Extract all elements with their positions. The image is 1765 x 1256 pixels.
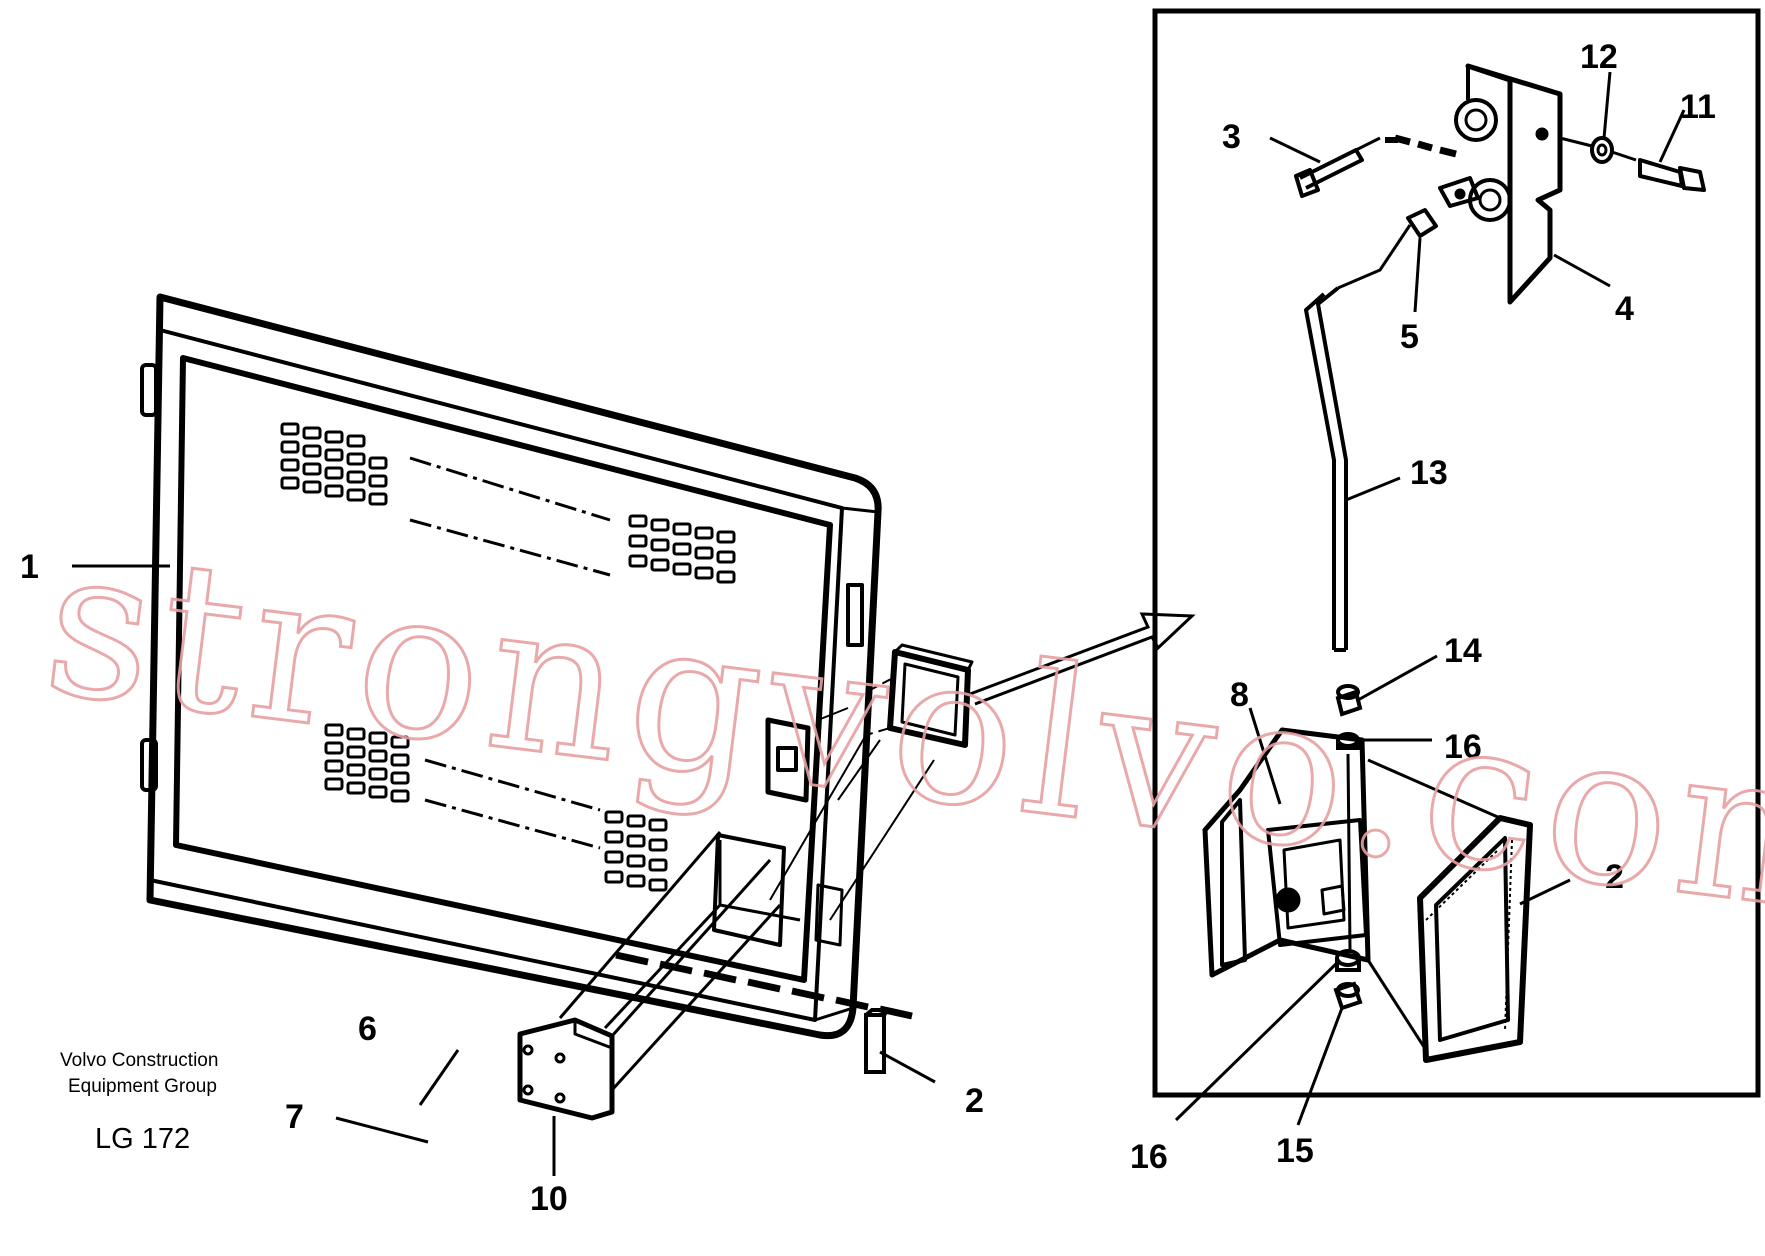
callout-15: 15 — [1276, 1132, 1314, 1170]
handle-bracket — [517, 831, 801, 1121]
detail-frame — [1152, 8, 1761, 1098]
callout-16-top: 16 — [1444, 728, 1482, 766]
rubber-stop — [864, 1008, 893, 1074]
callout-12: 12 — [1580, 38, 1618, 76]
callout-16-bottom: 16 — [1130, 1138, 1168, 1176]
sticker-grid-top-left — [280, 422, 611, 577]
caption-line-2: Equipment Group — [68, 1076, 217, 1097]
callout-2: 2 — [965, 1082, 984, 1120]
callout-7: 7 — [285, 1098, 304, 1136]
door-panel — [140, 293, 882, 1040]
drawing-code: LG 172 — [95, 1123, 190, 1155]
screw-3-path — [1394, 134, 1457, 158]
detail-arrow — [969, 612, 1196, 706]
sticker-grid-bottom-right — [604, 810, 668, 892]
callout-4: 4 — [1615, 290, 1634, 328]
screw-3 — [1294, 136, 1398, 198]
callout-3: 3 — [1222, 118, 1241, 156]
watermark: strongvolvo.com — [34, 502, 1765, 963]
callout-8: 8 — [1230, 676, 1249, 714]
caption-line-1: Volvo Construction — [60, 1050, 218, 1071]
lock-bracket — [1406, 63, 1563, 305]
callout-10: 10 — [530, 1180, 568, 1218]
callout-1: 1 — [20, 548, 39, 586]
callout-14: 14 — [1444, 632, 1482, 670]
callout-13: 13 — [1410, 454, 1448, 492]
screw-11-and-washer-12 — [1559, 136, 1706, 192]
sticker-grid-bottom-left — [324, 723, 601, 850]
callout-2-right: 2 — [1605, 858, 1624, 896]
leader-lines — [72, 71, 1686, 1176]
sticker-grid-top-right — [628, 514, 736, 584]
callout-5: 5 — [1400, 318, 1419, 356]
lock-box-small — [769, 643, 974, 921]
lock-housing — [1202, 727, 1371, 978]
callout-11: 11 — [1680, 88, 1716, 126]
callout-6: 6 — [358, 1010, 377, 1048]
gasket-frame — [1366, 758, 1533, 1063]
lock-rod — [1304, 224, 1412, 652]
